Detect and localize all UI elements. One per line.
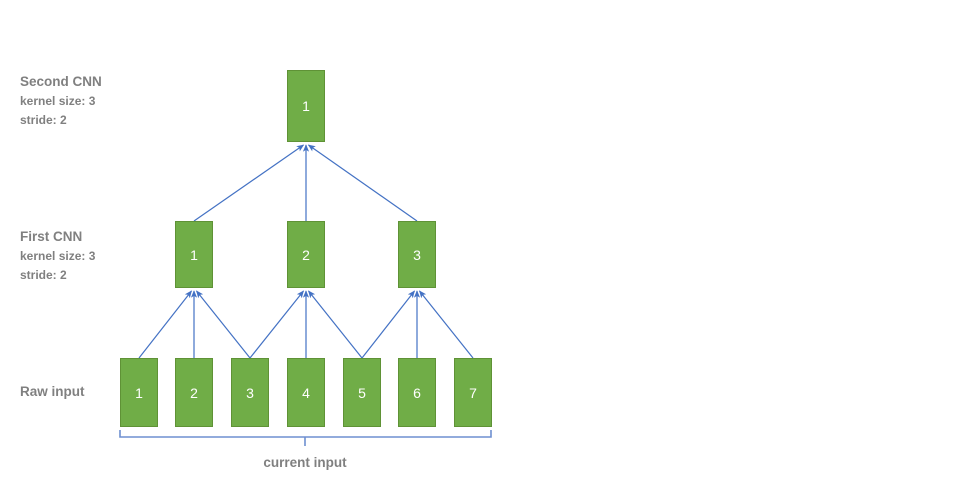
node-raw-input-4[interactable]: 4 <box>287 358 325 427</box>
layer-title-second-cnn: Second CNN <box>20 74 102 89</box>
node-second-cnn-1[interactable]: 1 <box>287 70 325 142</box>
layer-param-first-cnn-kernel: kernel size: 3 <box>20 249 96 263</box>
arrow-group-raw-to-first <box>138 290 474 359</box>
arrow-group-first-to-second <box>193 144 418 222</box>
node-raw-input-3[interactable]: 3 <box>231 358 269 427</box>
layer-label-second-cnn: Second CNN kernel size: 3 stride: 2 <box>20 72 102 130</box>
arrow-raw5-to-first2 <box>308 290 363 359</box>
node-raw-input-2[interactable]: 2 <box>175 358 213 427</box>
arrow-first1-to-second1 <box>193 144 305 222</box>
layer-param-second-cnn-stride: stride: 2 <box>20 113 67 127</box>
node-raw-input-7[interactable]: 7 <box>454 358 492 427</box>
arrow-raw5-to-first3 <box>361 290 415 359</box>
node-first-cnn-3[interactable]: 3 <box>398 221 436 288</box>
arrow-raw3-to-first2 <box>249 290 304 359</box>
node-first-cnn-1[interactable]: 1 <box>175 221 213 288</box>
node-raw-input-5[interactable]: 5 <box>343 358 381 427</box>
node-first-cnn-2[interactable]: 2 <box>287 221 325 288</box>
layer-param-first-cnn-stride: stride: 2 <box>20 268 67 282</box>
current-input-label: current input <box>263 455 347 470</box>
arrow-raw7-to-first3 <box>419 290 474 359</box>
arrow-raw3-to-first1 <box>196 290 251 359</box>
node-raw-input-6[interactable]: 6 <box>398 358 436 427</box>
layer-title-first-cnn: First CNN <box>20 229 83 244</box>
current-input-bracket <box>119 430 492 446</box>
layer-param-second-cnn-kernel: kernel size: 3 <box>20 94 96 108</box>
layer-label-raw-input: Raw input <box>20 382 85 402</box>
arrow-raw1-to-first1 <box>138 290 192 359</box>
layer-label-first-cnn: First CNN kernel size: 3 stride: 2 <box>20 227 95 285</box>
node-raw-input-1[interactable]: 1 <box>120 358 158 427</box>
layer-title-raw-input: Raw input <box>20 384 85 399</box>
arrow-first3-to-second1 <box>307 144 418 222</box>
